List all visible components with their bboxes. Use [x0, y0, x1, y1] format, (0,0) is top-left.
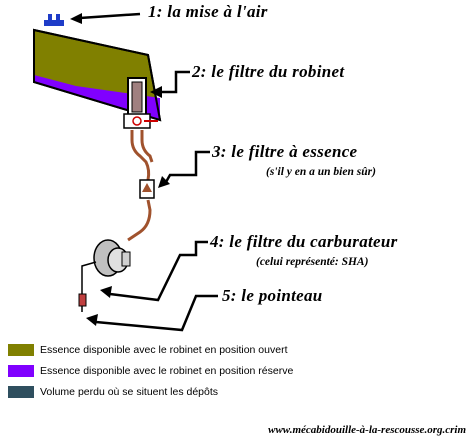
- inline-fuel-filter: [139, 179, 155, 199]
- legend-item-reserve: Essence disponible avec le robinet en po…: [8, 363, 293, 379]
- step-4-carburetor-filter-label: 4: le filtre du carburateur: [210, 232, 398, 251]
- legend-item-deposits: Volume perdu où se situent les dépôts: [8, 384, 218, 400]
- step-4-note: (celui représenté: SHA): [256, 256, 369, 268]
- step-3-note: (s'il y en a un bien sûr): [266, 166, 376, 178]
- step-1-vent-label: 1: la mise à l'air: [148, 2, 268, 21]
- step-2-tap-filter-label: 2: le filtre du robinet: [192, 62, 345, 81]
- tank-outline: [33, 28, 162, 122]
- legend-text-reserve: Essence disponible avec le robinet en po…: [40, 365, 294, 377]
- vent-cap: [44, 14, 64, 26]
- legend-item-open: Essence disponible avec le robinet en po…: [8, 342, 288, 358]
- legend-swatch-deposits: [8, 386, 34, 398]
- step-5-needle-label: 5: le pointeau: [222, 286, 323, 305]
- website-url: www.mécabidouille-à-la-rescousse.org.cri…: [268, 424, 466, 436]
- legend-swatch-open: [8, 344, 34, 356]
- legend-text-open: Essence disponible avec le robinet en po…: [40, 344, 288, 356]
- fuel-lines: [127, 130, 154, 242]
- legend-swatch-reserve: [8, 365, 34, 377]
- carburetor: [81, 239, 131, 296]
- step-3-fuel-filter-label: 3: le filtre à essence: [212, 142, 358, 161]
- tap-filter: [123, 77, 158, 129]
- pointer-arrows: [70, 12, 218, 332]
- legend-text-deposits: Volume perdu où se situent les dépôts: [40, 386, 219, 398]
- needle-valve: [78, 293, 87, 312]
